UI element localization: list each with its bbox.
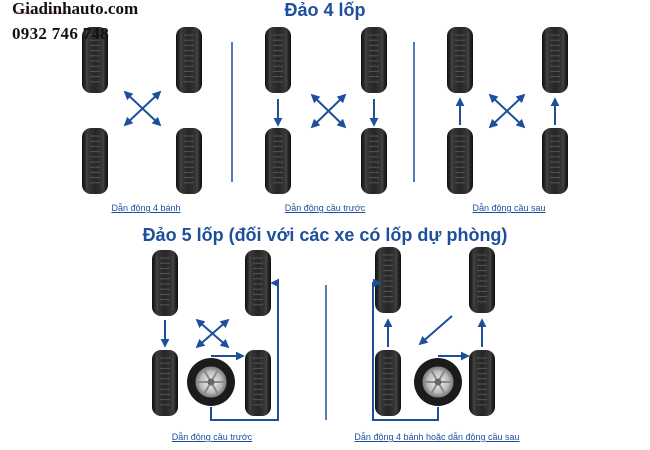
tire (176, 128, 202, 194)
watermark-phone: 0932 746 748 (12, 24, 110, 43)
tire (82, 128, 108, 194)
tire (447, 27, 473, 93)
spare-wheel (414, 358, 462, 406)
tire (176, 27, 202, 93)
tire (361, 128, 387, 194)
tire (542, 27, 568, 93)
tire (245, 250, 271, 316)
rotation-arrow (210, 278, 280, 421)
tire (469, 247, 495, 313)
caption-fwd: Dẫn động cầu trước (284, 203, 366, 213)
tire (375, 247, 401, 313)
section-5-title: Đảo 5 lốp (đối với các xe có lốp dự phòn… (142, 225, 508, 245)
watermark-brand-tagline: PREMIUM AUTO SERVICES (14, 10, 71, 15)
tire (361, 27, 387, 93)
tire (152, 350, 178, 416)
tire (447, 128, 473, 194)
tire (265, 128, 291, 194)
rotation-arrow (488, 93, 526, 129)
rotation-arrow (310, 93, 347, 129)
tire (82, 27, 108, 93)
rotation-arrow (123, 90, 162, 127)
caption-5-4wd-rwd: Dẫn động 4 bánh hoặc dẫn động cầu sau (354, 432, 520, 442)
caption-4wd: Dẫn động 4 bánh (111, 203, 181, 213)
rotation-arrow (372, 278, 439, 421)
watermark-site-name: Giadinhauto.com (12, 0, 139, 18)
tire (245, 350, 271, 416)
section-4-title: Đảo 4 lốp (284, 0, 366, 20)
caption-rwd: Dẫn động cầu sau (472, 203, 546, 213)
tire (265, 27, 291, 93)
caption-5-fwd: Dẫn động cầu trước (171, 432, 253, 442)
tire (375, 350, 401, 416)
tire (542, 128, 568, 194)
rotation-arrow (418, 315, 453, 346)
tire (469, 350, 495, 416)
rotation-arrow (195, 318, 230, 349)
spare-wheel (187, 358, 235, 406)
tire (152, 250, 178, 316)
